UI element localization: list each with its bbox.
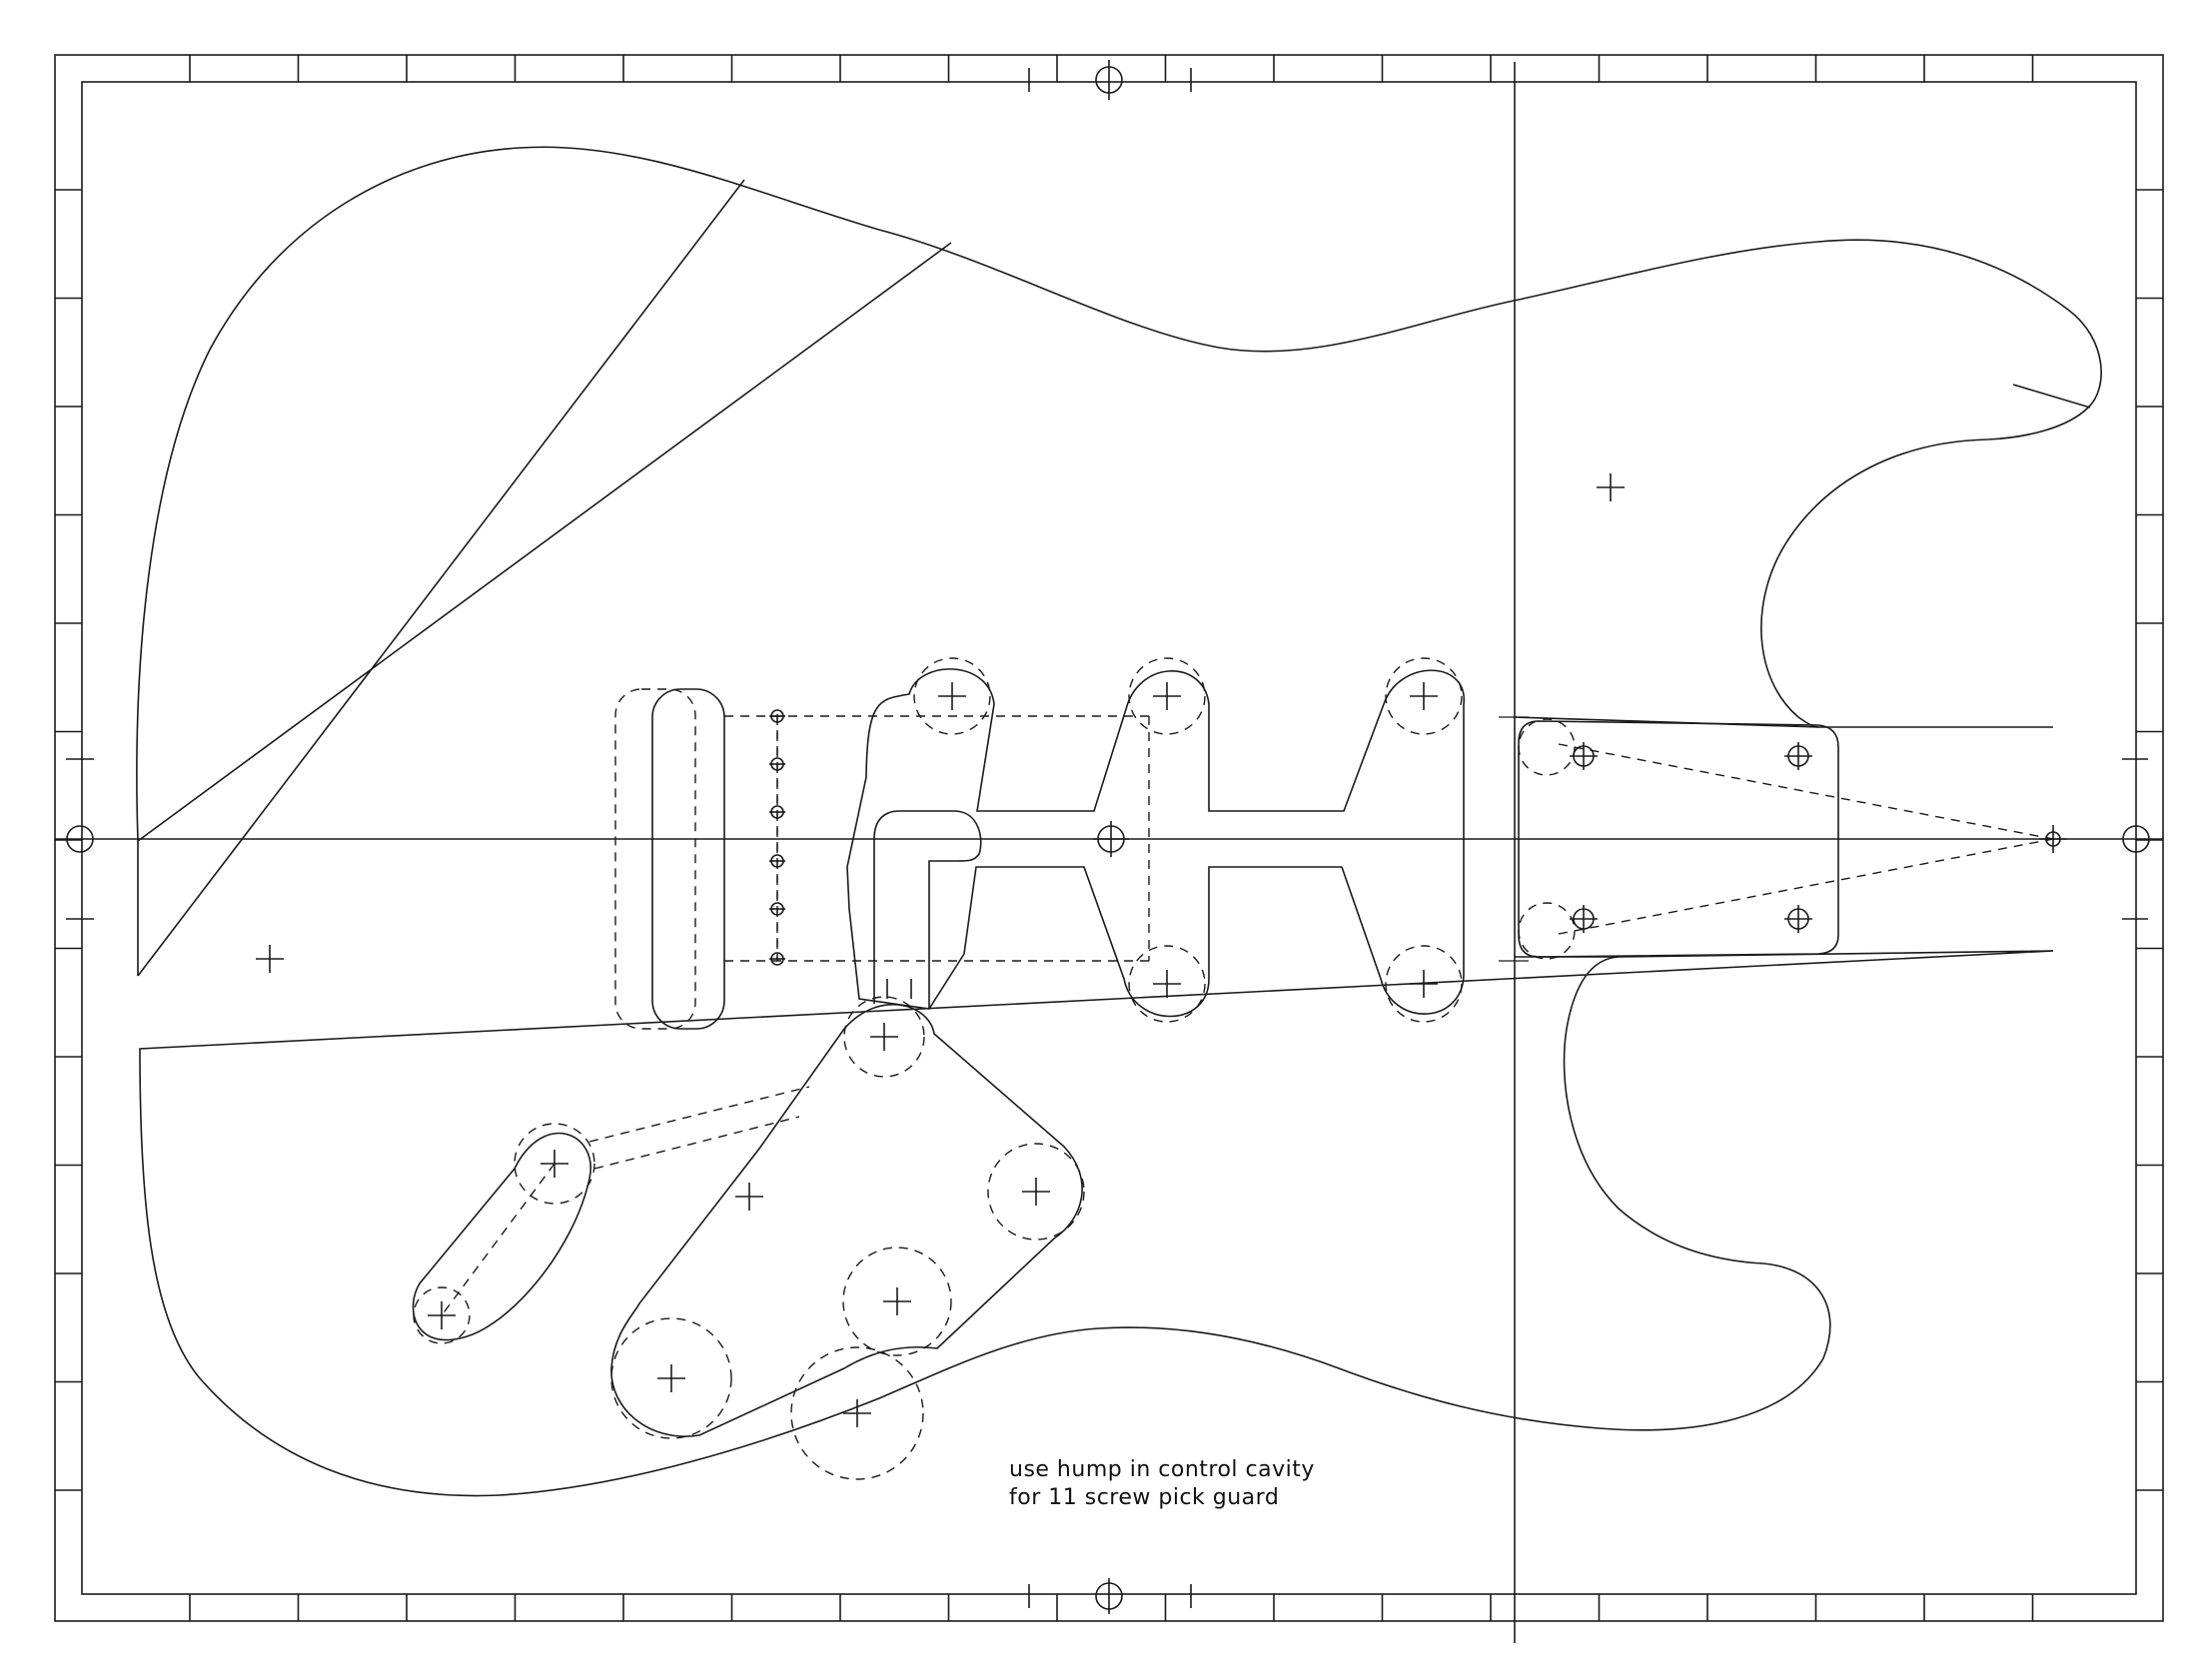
crosshair-icon — [1410, 682, 1438, 710]
registration-marks — [66, 60, 2150, 1614]
ruler-ticks — [55, 55, 2163, 1621]
registration-mark-icon — [769, 709, 785, 723]
crosshair-icon — [1153, 682, 1181, 710]
crosshair-icon — [1022, 1178, 1050, 1206]
crosshair-icon — [735, 1183, 763, 1211]
crosshair-icon — [1597, 473, 1625, 501]
bridge-cavity — [614, 688, 1150, 1030]
crosshair-icon — [938, 682, 966, 710]
crosshair-icon — [1410, 970, 1438, 998]
registration-mark-icon — [769, 952, 785, 966]
crosshair-markers — [256, 473, 1625, 1427]
crosshair-icon — [428, 1301, 456, 1329]
registration-mark-icon — [1784, 742, 1812, 770]
drawing-frame — [54, 54, 2164, 1622]
pickup-mounting-holes — [913, 657, 1463, 1023]
registration-mark-icon — [1570, 905, 1598, 933]
registration-mark-icon — [769, 854, 785, 868]
drawing-note: use hump in control cavity for 11 screw … — [1009, 1456, 1315, 1512]
neck-line-top — [1514, 716, 1819, 728]
neck-pocket — [1499, 716, 2054, 962]
note-line-2: for 11 screw pick guard — [1009, 1485, 1280, 1510]
crosshair-icon — [657, 1364, 685, 1392]
control-cavity — [610, 996, 1085, 1480]
registration-mark-icon — [2039, 825, 2067, 853]
registration-mark-icon — [1570, 742, 1598, 770]
crosshair-icon — [256, 945, 284, 973]
registration-mark-icon — [1784, 905, 1812, 933]
horn-mark — [2012, 384, 2091, 409]
crosshair-icon — [883, 1287, 911, 1315]
crosshair-icon — [541, 1150, 568, 1178]
jack-plate — [412, 1086, 810, 1344]
crosshair-icon — [870, 1023, 898, 1051]
registration-mark-icon — [769, 902, 785, 916]
registration-mark-icon — [769, 757, 785, 771]
registration-mark-icon — [769, 805, 785, 819]
registration-mark-icon — [1028, 1578, 1192, 1614]
control-channel — [873, 810, 982, 1009]
construction-lines — [137, 179, 952, 977]
registration-mark-icon — [1028, 60, 1192, 100]
crosshair-icon — [843, 1399, 871, 1427]
body-outline — [136, 146, 2102, 1497]
crosshair-icon — [1153, 970, 1181, 998]
note-line-1: use hump in control cavity — [1009, 1457, 1315, 1482]
pickup-route — [846, 668, 1465, 1018]
trem-pins — [769, 709, 785, 966]
neck-screw-marks — [1570, 742, 2067, 933]
